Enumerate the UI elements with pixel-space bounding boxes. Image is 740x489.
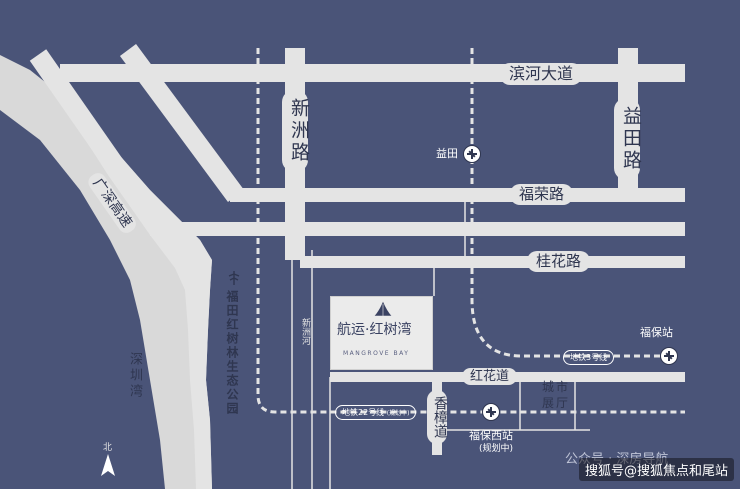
project-name: 航运·红树湾 <box>337 322 412 338</box>
bay-label: 深圳湾 <box>127 352 142 400</box>
xiangzhang-road-label: 香樟道 <box>427 390 448 444</box>
fubaoxi-station-note: (规划中) <box>479 444 514 454</box>
fubaoxi-station-label: 福保西站 <box>469 429 513 442</box>
yitian-station-label: 益田 <box>436 147 458 160</box>
sailboat-logo-icon <box>373 300 393 323</box>
bay-water <box>0 110 165 489</box>
furong-road-label: 福荣路 <box>510 184 574 205</box>
metro-line-22-pill: 地铁22号线 (规划中) <box>335 405 417 420</box>
coastline-park <box>54 90 212 489</box>
metro-line-22-label: 地铁22号线 <box>342 408 385 417</box>
metro-line-3-label: 地铁3号线 <box>563 350 615 365</box>
honghua-road-label: 红花道 <box>462 368 518 385</box>
guihua-road-label: 桂花路 <box>527 251 591 272</box>
park-icon <box>228 270 240 285</box>
metro-line-22-note: (规划中) <box>386 410 410 417</box>
binhe-avenue-label: 滨河大道 <box>500 63 583 85</box>
north-label: 北 <box>103 443 113 453</box>
metro-station-icon[interactable] <box>482 403 500 421</box>
project-name-en: MANGROVE BAY <box>343 350 410 357</box>
expo-label: 城市展厅 <box>541 380 570 410</box>
xinzhou-river-label: 新洲河 <box>300 318 310 345</box>
sohu-watermark: 搜狐号@搜狐焦点和尾站 <box>578 458 734 481</box>
yitian-road-label: 益田路 <box>614 98 642 180</box>
metro-station-icon[interactable] <box>463 145 481 163</box>
metro-station-icon[interactable] <box>660 347 678 365</box>
fubao-station-label: 福保站 <box>640 326 673 339</box>
project-marker[interactable]: 航运·红树湾 MANGROVE BAY <box>330 296 433 370</box>
metro-line-22 <box>256 48 685 414</box>
park-label: 福田红树林生态公园 <box>225 290 239 416</box>
xinzhou-road-label: 新洲路 <box>282 90 310 172</box>
metro-line-3 <box>470 48 670 358</box>
guangshen-expressway <box>29 49 169 236</box>
